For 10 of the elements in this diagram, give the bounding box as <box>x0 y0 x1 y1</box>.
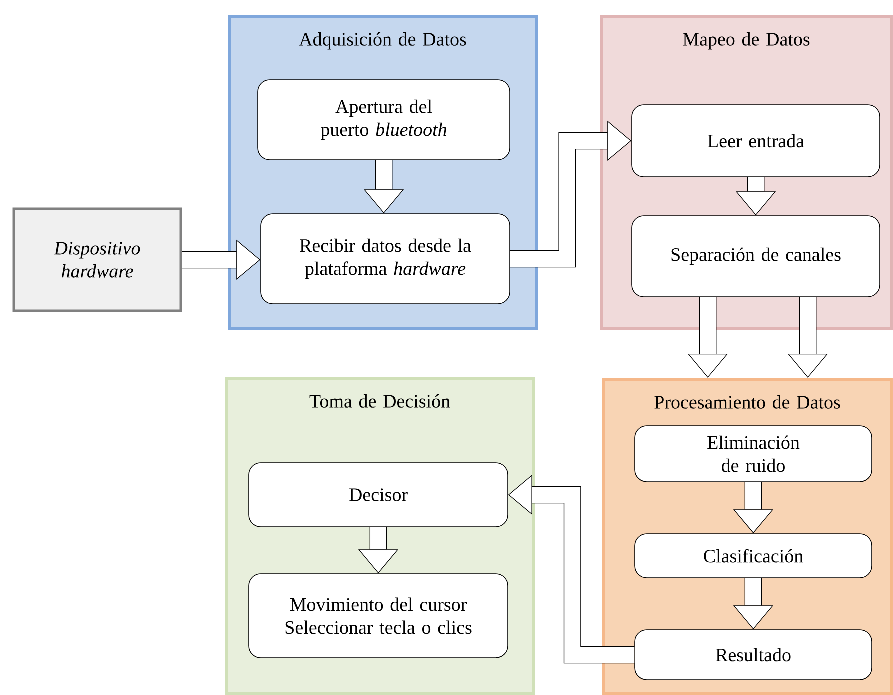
process-box: Apertura del puerto bluetooth <box>258 80 510 160</box>
panel-title: Toma de Decisión <box>310 394 450 408</box>
panel-title: Mapeo de Datos <box>683 32 810 50</box>
process-box: Movimiento del cursor Seleccionar tecla o clics <box>248 574 508 658</box>
process-box: Recibir datos desde la plataforma hardware <box>260 214 510 304</box>
panel-title: Procesamiento de Datos <box>654 396 840 409</box>
process-box: Eliminación de ruido <box>634 426 872 482</box>
device-box: Dispositivo hardware <box>12 208 182 312</box>
process-box: Separación de canales <box>632 216 880 298</box>
panel-title: Adquisición de Datos <box>299 32 466 50</box>
